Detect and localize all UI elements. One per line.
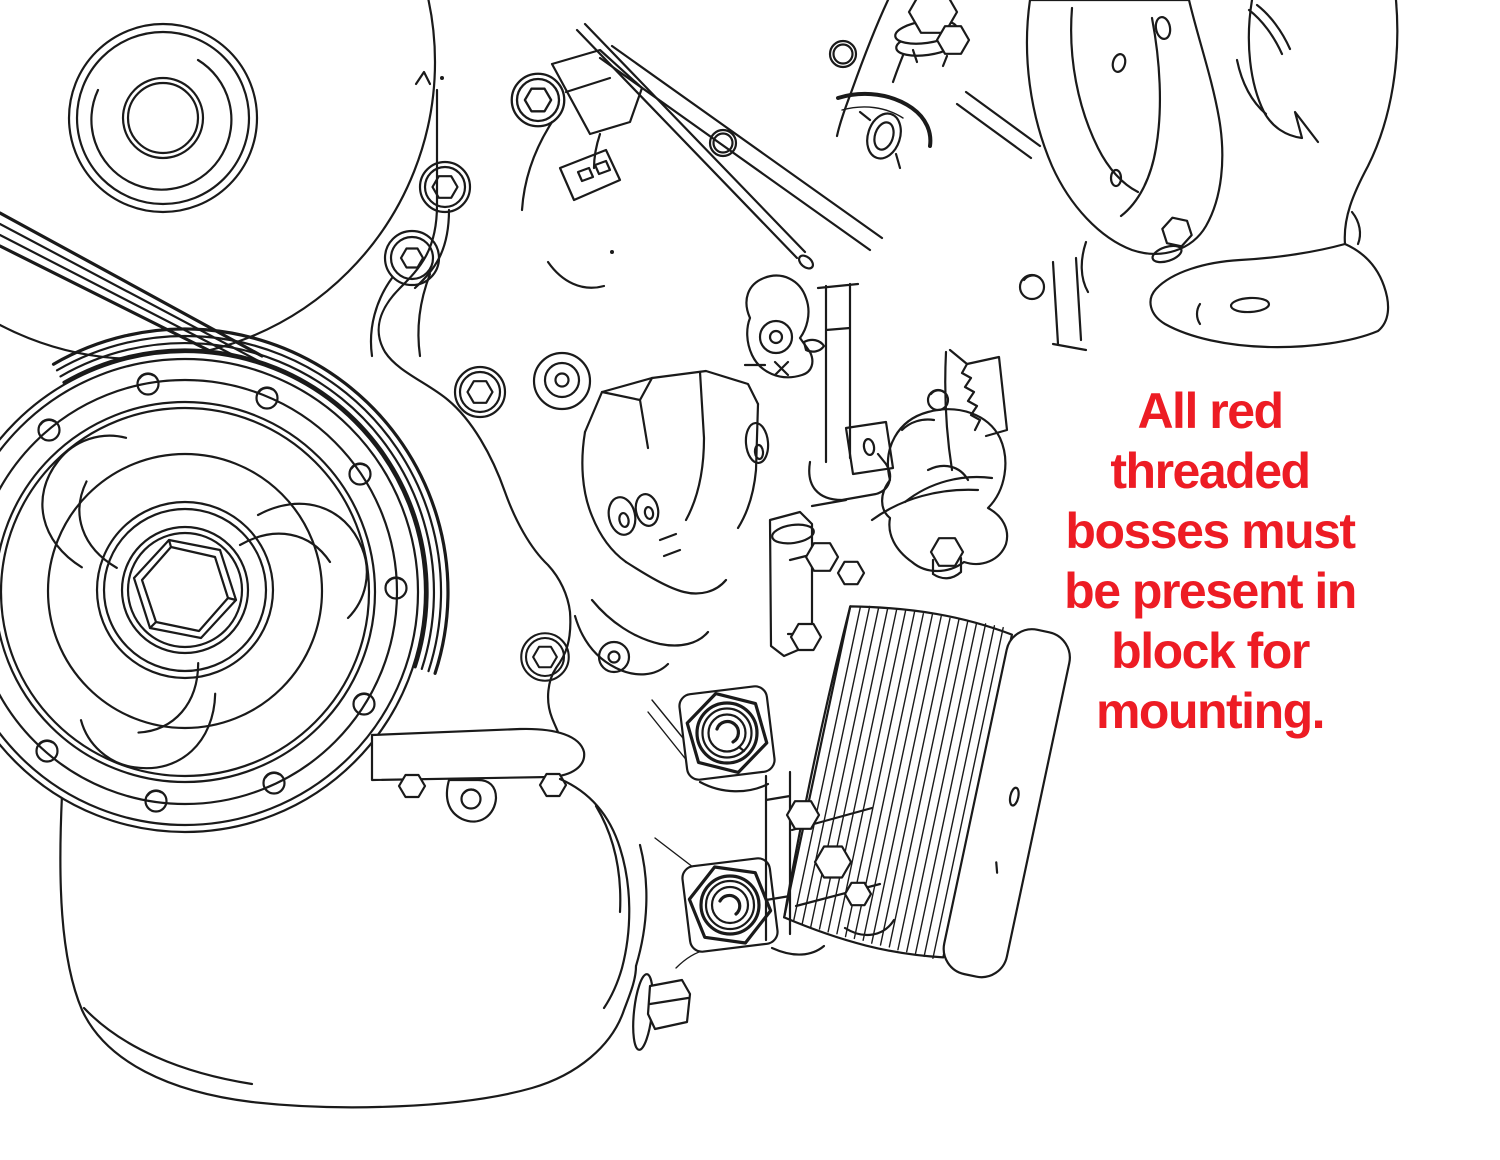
annotation-line: be present in <box>1064 563 1357 619</box>
lower-bracket-cluster <box>764 770 896 942</box>
annotation-line: block for <box>1111 623 1310 679</box>
engine-mount-casting <box>520 369 770 682</box>
oil-port-upper <box>647 685 776 793</box>
front-pulley-disc <box>0 0 437 361</box>
threaded-boss-marker-upper <box>758 319 794 355</box>
mount-bar-and-rack <box>808 282 1009 580</box>
harmonic-damper <box>0 350 427 834</box>
threaded-boss-markers <box>543 319 794 674</box>
engine-block <box>369 22 884 740</box>
oil-pan <box>59 786 648 1109</box>
annotation-line: threaded <box>1110 443 1311 499</box>
annotation-note: All red threaded bosses must be present … <box>1010 381 1410 741</box>
threaded-boss-marker-lower <box>597 640 631 674</box>
turbo-and-manifold <box>835 0 1399 352</box>
annotation-line: mounting. <box>1095 683 1326 739</box>
damper-spokes <box>41 434 368 770</box>
annotation-line: bosses must <box>1065 503 1356 559</box>
threaded-boss-marker-middle <box>543 361 581 399</box>
block-lower-rail <box>370 727 717 1051</box>
oil-port-lower <box>654 837 826 956</box>
adapter-plate-bolts <box>768 498 866 658</box>
annotation-line: All red <box>1137 383 1284 439</box>
belt-wrap-arcs <box>51 327 450 675</box>
